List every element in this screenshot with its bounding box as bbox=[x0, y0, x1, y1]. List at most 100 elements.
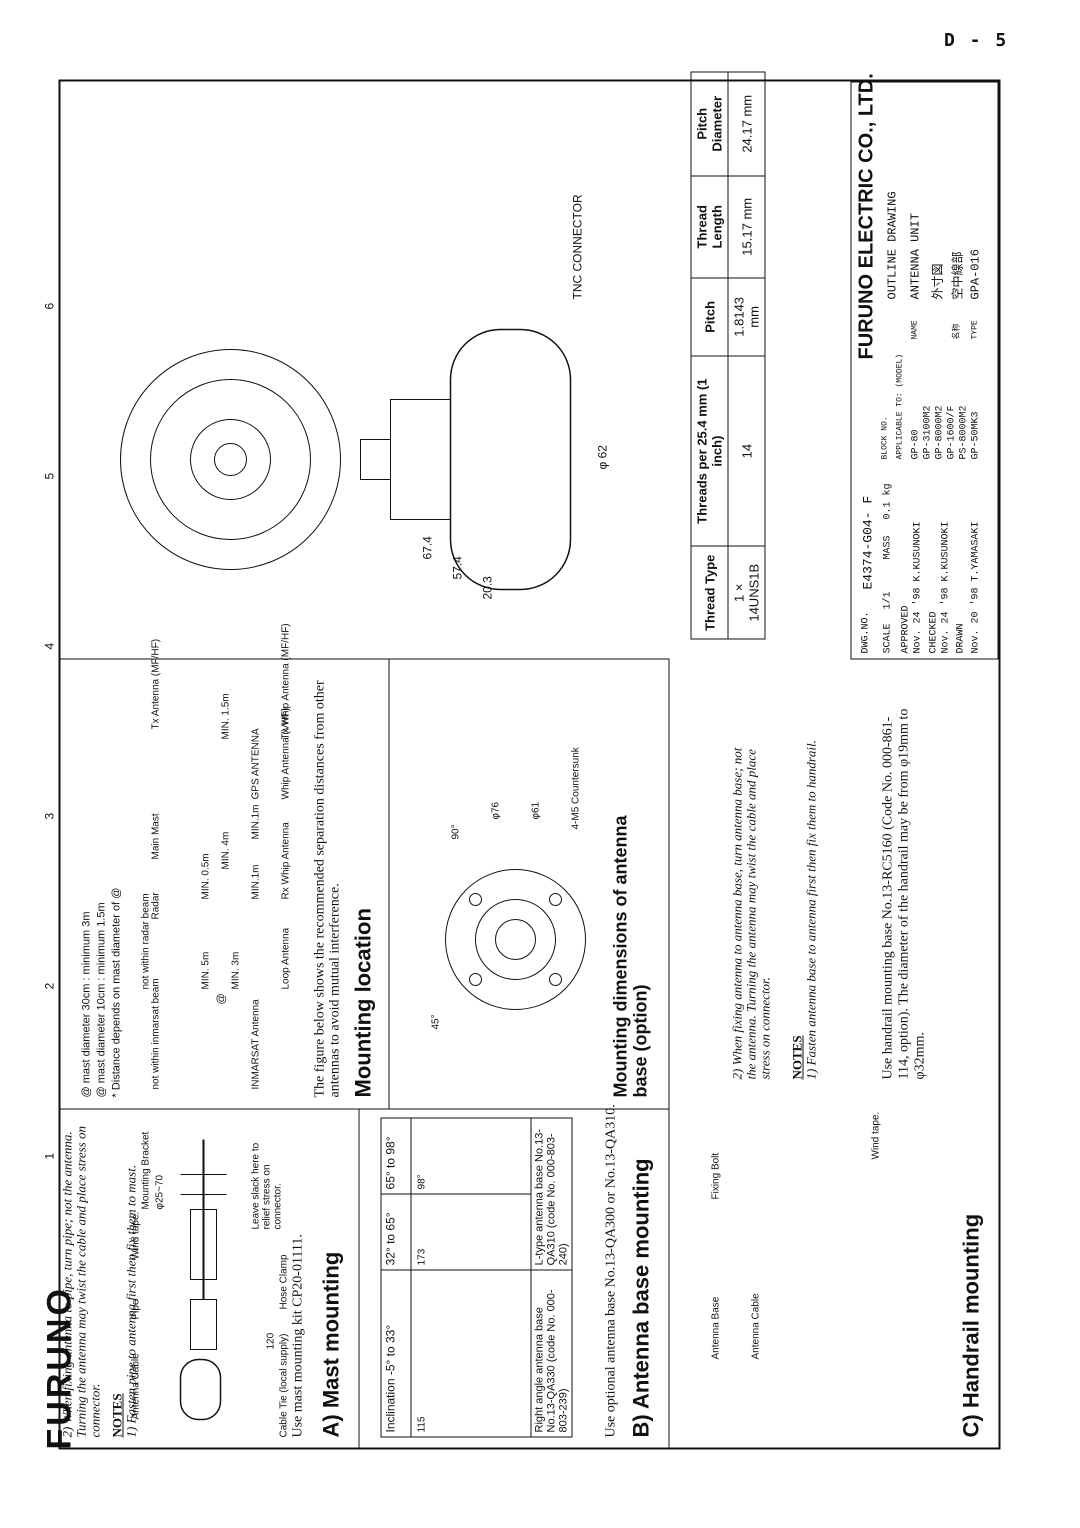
tb-checked: Nov. 24 '98 K.KUSUNOKI bbox=[940, 521, 952, 654]
label-loop: Loop Antenna bbox=[280, 927, 292, 990]
label-cable-tie: Cable Tie (local supply) bbox=[278, 1333, 290, 1438]
note-text-c1: 1) Fasten antenna base to antenna first … bbox=[803, 740, 819, 1080]
label-min-5m: MIN. 5m bbox=[200, 951, 212, 990]
label-fixing-bolt: Fixing Bolt bbox=[710, 1152, 722, 1200]
grid-col-2: 2 bbox=[42, 982, 57, 990]
label-wind-tape-c: Wind tape. bbox=[870, 1111, 882, 1160]
label-main-mast: Main Mast bbox=[150, 813, 162, 860]
label-rx-whip: Rx Whip Antenna bbox=[280, 822, 292, 900]
section-c-note2: 2) When fixing antenna to antenna base, … bbox=[729, 747, 773, 1080]
tb-mass: 0.1 kg bbox=[882, 483, 894, 520]
label-not-radar: not within radar beam bbox=[140, 893, 152, 990]
label-countersunk: 4-M5 Countersunk bbox=[570, 747, 582, 830]
section-a-intro: Use mast mounting kit CP20-01111. bbox=[290, 1234, 306, 1438]
tb-scale-label: SCALE bbox=[882, 623, 894, 654]
tb-dwg: E4374-G04- F bbox=[860, 495, 876, 590]
dim-57: 57.4 bbox=[450, 556, 465, 580]
thread-cell-type: 1 × 14UNS1B bbox=[728, 546, 765, 639]
label-dia-61: φ61 bbox=[530, 801, 542, 820]
angle-cell-1: 115 bbox=[411, 1269, 531, 1437]
label-wind-tape: Wind tape. bbox=[130, 1211, 142, 1260]
tb-mass-label: MASS bbox=[882, 535, 894, 560]
tb-outline-kanji: 外寸図 bbox=[931, 263, 946, 300]
drawing-sheet: FURUNO 1 2 3 4 5 6 A) Mast mounting Use … bbox=[41, 72, 1006, 1460]
tb-approved-label: APPROVED bbox=[900, 605, 912, 654]
tb-type-label: TYPE bbox=[970, 320, 980, 340]
label-angle-90: 90° bbox=[450, 824, 462, 840]
label-min-4m: MIN. 4m bbox=[220, 831, 232, 870]
label-pipe: Pipe bbox=[130, 1299, 142, 1320]
label-min-05m: MIN. 0.5m bbox=[200, 853, 212, 900]
label-angle-45: 45° bbox=[430, 1014, 442, 1030]
label-inmarsat: INMARSAT Antenna bbox=[250, 999, 262, 1090]
angle-header-1: Inclination -5° to 33° bbox=[381, 1269, 411, 1437]
section-c-intro: Use handrail mounting base No.13-RC5160 … bbox=[880, 708, 928, 1080]
label-min-1m-a: MIN.1m bbox=[250, 864, 262, 900]
label-antenna-cable-c: Antenna Cable bbox=[750, 1293, 762, 1360]
tb-name: ANTENNA UNIT bbox=[908, 213, 923, 300]
thread-cell-pitch: 1.8143 mm bbox=[728, 278, 765, 356]
label-at-mark: @ bbox=[215, 993, 228, 1005]
section-b-intro: Use optional antenna base No.13-QA300 or… bbox=[603, 1104, 619, 1438]
label-min-1m-b: MIN.1m bbox=[250, 804, 262, 840]
angle-header-2: 32° to 65° bbox=[381, 1193, 411, 1270]
dim-67: 67.4 bbox=[420, 536, 435, 560]
angle-header-3: 65° to 98° bbox=[381, 1118, 411, 1194]
tb-company: FURUNO ELECTRIC CO., LTD. bbox=[855, 73, 878, 360]
tb-model-2: PS-8000M2 bbox=[958, 405, 970, 460]
label-gps: GPS ANTENNA bbox=[250, 728, 262, 800]
dim-62: φ 62 bbox=[595, 445, 610, 470]
mounting-location-text: The figure below shows the recommended s… bbox=[312, 680, 343, 1098]
tb-model-6: GP-80 bbox=[910, 429, 922, 460]
tb-block-no: BLOCK NO. bbox=[880, 416, 890, 460]
tb-applicable: APPLICABLE TO: (MODEL) bbox=[895, 353, 905, 460]
caption-right-angle-base: Right angle antenna base No.13-QA330 (co… bbox=[531, 1269, 572, 1437]
label-tx-antenna: Tx Antenna (MF/HF) bbox=[150, 638, 162, 730]
footnote-line-2: @ mast diameter 30cm : minimum 3m bbox=[80, 911, 93, 1098]
tb-name-kanji: 空中線部 bbox=[951, 251, 966, 300]
section-c-title: C) Handrail mounting bbox=[958, 1213, 984, 1438]
dim-20: 20.3 bbox=[480, 576, 495, 600]
tb-model-3: GP-1600/F bbox=[946, 405, 958, 460]
tb-drawn: Nov. 20 '98 T.YAMASAKI bbox=[970, 521, 982, 654]
tb-type: GPA-016 bbox=[968, 249, 983, 300]
angle-cell-3: 98° bbox=[411, 1118, 531, 1194]
thread-header-pitch: Pitch bbox=[691, 278, 728, 356]
label-leave-slack: Leave slack here to relief stress on con… bbox=[250, 1142, 284, 1230]
caption-l-type-base: L-type antenna base No.13-QA310 (code No… bbox=[531, 1118, 572, 1270]
thread-cell-pitch-dia: 24.17 mm bbox=[728, 72, 765, 176]
section-a-title: A) Mast mounting bbox=[318, 1251, 344, 1438]
grid-col-3: 3 bbox=[42, 812, 57, 820]
thread-cell-tpi: 14 bbox=[728, 355, 765, 547]
footnote: * Distance depends on mast diameter of @ bbox=[110, 887, 123, 1098]
base-dims-title: Mounting dimensions of antenna base (opt… bbox=[610, 815, 651, 1098]
label-tx-whip: Tx Whip Antenna (MF/HF) bbox=[280, 623, 292, 740]
angle-table: Inclination -5° to 33° 32° to 65° 65° to… bbox=[381, 1118, 573, 1438]
tb-name-kanji-label: 名称 bbox=[952, 323, 962, 340]
label-antenna-cable: Antenna Cable bbox=[130, 1353, 142, 1420]
dim-115: 115 bbox=[416, 1416, 428, 1433]
page-number: D - 5 bbox=[944, 30, 1009, 51]
notes-heading-c: NOTES bbox=[789, 1035, 805, 1080]
label-min-15m: MIN. 1.5m bbox=[220, 693, 232, 740]
grid-col-1: 1 bbox=[42, 1152, 57, 1160]
tb-model-5: GP-3100M2 bbox=[922, 405, 934, 460]
label-pipe-diameter: φ25~70 bbox=[154, 1174, 166, 1210]
grid-col-5: 5 bbox=[42, 472, 57, 480]
thread-header-tpi: Threads per 25.4 mm (1 inch) bbox=[691, 355, 728, 547]
section-c-note1: NOTES 1) Fasten antenna base to antenna … bbox=[789, 740, 819, 1080]
tb-drawing: OUTLINE DRAWING bbox=[885, 191, 900, 300]
section-b-title: B) Antenna base mounting bbox=[628, 1158, 654, 1438]
label-dia-76: φ76 bbox=[490, 801, 502, 820]
angle-cell-2: 173 bbox=[411, 1193, 531, 1270]
tb-model-1: GP-50MK3 bbox=[970, 411, 982, 460]
label-tnc-connector: TNC CONNECTOR bbox=[570, 194, 585, 300]
label-antenna-base: Antenna Base bbox=[710, 1296, 722, 1360]
section-a-note2: 2) When fixing antenna to pipe, turn pip… bbox=[59, 1126, 103, 1438]
notes-heading: NOTES bbox=[109, 1393, 125, 1438]
label-hose-clamp: Hose Clamp bbox=[278, 1254, 290, 1310]
thread-header-length: Thread Length bbox=[691, 175, 728, 279]
tb-name-label: NAME bbox=[910, 320, 920, 340]
base-dims-drawing bbox=[445, 869, 586, 1010]
tb-dwg-label: DWG.NO. bbox=[860, 611, 872, 654]
